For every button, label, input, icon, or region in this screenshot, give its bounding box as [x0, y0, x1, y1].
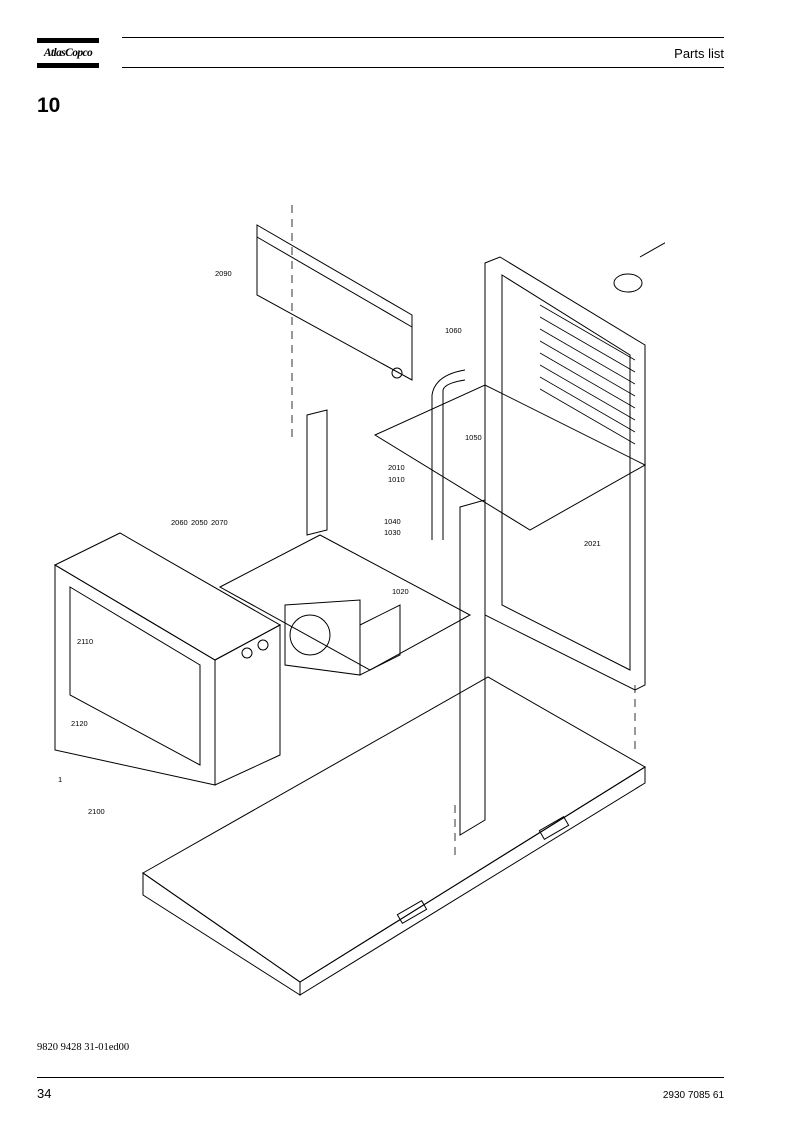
section-number: 10 [37, 94, 61, 117]
header-title: Parts list [674, 46, 724, 61]
callout-1: 1 [58, 775, 62, 784]
callout-2110: 2110 [77, 637, 93, 646]
callout-2090: 2090 [215, 269, 232, 278]
callout-2120: 2120 [71, 719, 88, 728]
part-number: 2930 7085 61 [662, 1090, 724, 1101]
logo-bar-bottom [37, 63, 99, 68]
callout-1040: 1040 [384, 517, 401, 526]
assembly-lines [291, 205, 636, 855]
vertical-posts [306, 409, 486, 836]
page-number: 34 [37, 1086, 52, 1101]
callout-2050: 2050 [191, 518, 208, 527]
callout-2060: 2060 [171, 518, 188, 527]
callout-1010: 1010 [388, 475, 405, 484]
callout-1050: 1050 [465, 433, 482, 442]
condenser-grille [539, 304, 636, 445]
header-rule-bottom [122, 67, 724, 68]
callout-1020: 1020 [392, 587, 409, 596]
logo-text: AtlasCopco [43, 47, 93, 59]
atlas-copco-logo: AtlasCopco [37, 38, 99, 68]
base-plate [142, 676, 646, 996]
exploded-assembly-drawing: 2090 1060 1050 2010 1010 3050 3040 3010 … [53, 205, 665, 996]
callout-2100: 2100 [88, 807, 105, 816]
header-rule-top [122, 37, 724, 38]
back-frame [484, 256, 646, 691]
document-reference: 9820 9428 31-01ed00 [37, 1042, 130, 1053]
callout-1030: 1030 [384, 528, 401, 537]
logo-bar-top [37, 38, 99, 43]
electrical-cabinet [53, 532, 282, 786]
callout-2070: 2070 [211, 518, 228, 527]
callout-1060: 1060 [445, 326, 462, 335]
top-panel [256, 224, 413, 381]
callout-2021: 2021 [584, 539, 601, 548]
callout-labels: 2090 1060 1050 2010 1010 3050 3040 3010 … [58, 269, 601, 816]
callout-2010: 2010 [388, 463, 405, 472]
middle-chassis [218, 534, 472, 676]
footer-rule [37, 1077, 724, 1078]
vertical-pipe [431, 369, 466, 540]
upper-cover-plate [373, 384, 647, 531]
ball-valve [613, 242, 665, 293]
